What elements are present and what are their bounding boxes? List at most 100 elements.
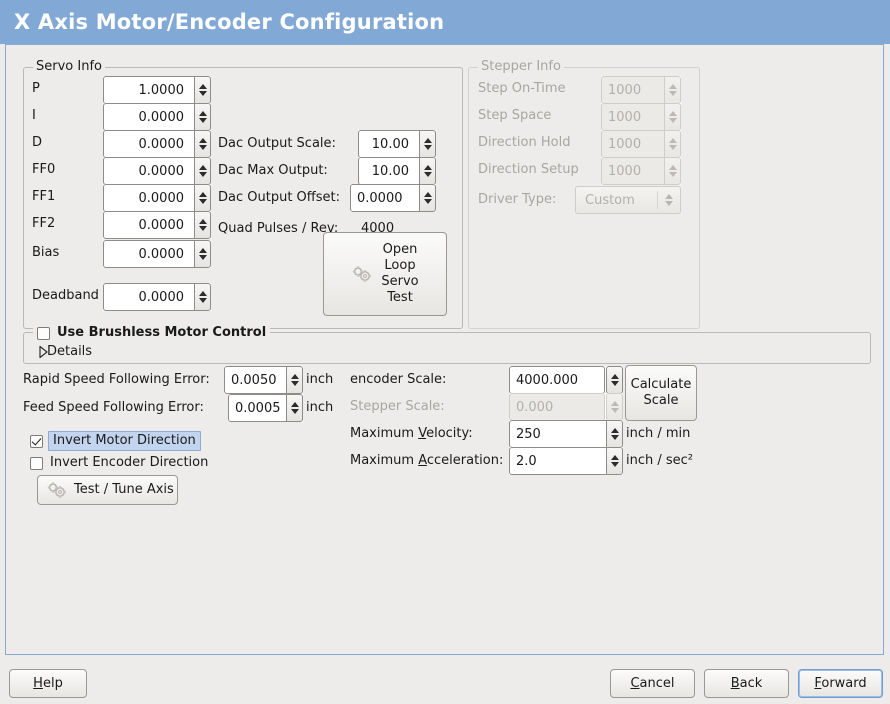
servo-input-d[interactable]: 0.0000 [103,130,211,158]
max-velocity-label-post: elocity: [426,426,473,441]
dac-max-output-input[interactable]: 10.00 [358,157,436,185]
rapid-speed-following-error-value[interactable]: 0.0050 [224,366,286,394]
stepper-info-legend: Stepper Info [478,60,564,74]
calculate-scale-line-1: Calculate [630,377,692,392]
servo-input-ff2-stepper[interactable] [194,211,211,239]
servo-input-bias-stepper[interactable] [194,240,211,268]
stepper-scale-value: 0.000 [509,393,605,421]
servo-input-ff1-value[interactable]: 0.0000 [103,184,194,212]
stepper-scale-stepper [606,393,623,421]
rapid-speed-unit: inch [306,372,334,387]
open-loop-servo-test-label: Open Loop Servo Test [381,242,418,306]
servo-input-ff0[interactable]: 0.0000 [103,157,211,185]
help-label-mnemonic: H [33,675,43,691]
step-on-time-value: 1000 [601,76,664,104]
servo-input-p[interactable]: 1.0000 [103,76,211,104]
invert-encoder-checkbox-box[interactable] [30,456,43,470]
open-loop-line-1: Open [382,242,418,257]
servo-label-deadband: Deadband [32,288,99,303]
servo-input-p-value[interactable]: 1.0000 [103,76,194,104]
max-accel-label-mnemonic: A [418,453,427,468]
servo-input-d-stepper[interactable] [194,130,211,158]
dac-output-scale-value[interactable]: 10.00 [358,130,419,158]
dialog-action-bar: Help Cancel Back Forward [0,655,890,704]
rapid-speed-following-error-input[interactable]: 0.0050 [224,366,303,394]
step-on-time-label: Step On-Time [478,81,566,96]
direction-hold-label: Direction Hold [478,135,571,150]
step-space-value: 1000 [601,103,664,131]
invert-motor-checkbox-box[interactable] [30,434,43,448]
driver-type-value: Custom [585,192,635,208]
servo-input-ff2-value[interactable]: 0.0000 [103,211,194,239]
open-loop-line-3: Servo [381,274,419,289]
servo-input-i-value[interactable]: 0.0000 [103,103,194,131]
quad-pulses-label: Quad Pulses / Rev: [218,221,339,236]
servo-input-p-stepper[interactable] [194,76,211,104]
servo-input-d-value[interactable]: 0.0000 [103,130,194,158]
forward-label-post: orward [821,675,867,691]
maximum-acceleration-input[interactable]: 2.0 [509,447,623,475]
dac-max-output-value[interactable]: 10.00 [358,157,419,185]
forward-label-mnemonic: F [814,675,822,691]
maximum-acceleration-stepper[interactable] [606,447,623,475]
invert-motor-direction-checkbox[interactable]: Invert Motor Direction [30,431,201,451]
gears-icon [46,480,68,500]
test-tune-axis-label: Test / Tune Axis [74,482,174,497]
use-brushless-motor-control-checkbox[interactable]: Use Brushless Motor Control [33,325,271,341]
back-button[interactable]: Back [704,669,789,698]
feed-speed-following-error-input[interactable]: 0.0005 [228,394,303,422]
servo-input-deadband-value[interactable]: 0.0000 [103,283,194,311]
maximum-velocity-input[interactable]: 250 [509,420,623,448]
servo-input-deadband-stepper[interactable] [194,283,211,311]
maximum-velocity-value[interactable]: 250 [509,420,606,448]
encoder-scale-value[interactable]: 4000.000 [509,366,605,394]
maximum-velocity-stepper[interactable] [606,420,623,448]
maximum-acceleration-value[interactable]: 2.0 [509,447,606,475]
calculate-scale-button[interactable]: Calculate Scale [625,365,697,421]
maximum-velocity-unit: inch / min [626,426,691,441]
dac-output-offset-stepper[interactable] [419,184,436,212]
servo-input-i[interactable]: 0.0000 [103,103,211,131]
servo-input-ff1[interactable]: 0.0000 [103,184,211,212]
servo-label-ff0: FF0 [32,162,56,177]
servo-input-ff1-stepper[interactable] [194,184,211,212]
encoder-scale-input[interactable]: 4000.000 [509,366,623,394]
brushless-checkbox-box[interactable] [37,326,50,340]
max-velocity-label-mnemonic: V [418,426,427,441]
open-loop-servo-test-button[interactable]: Open Loop Servo Test [323,232,447,316]
rapid-speed-stepper[interactable] [286,366,303,394]
cancel-label-post: ancel [639,675,675,691]
servo-input-bias-value[interactable]: 0.0000 [103,240,194,268]
forward-button[interactable]: Forward [798,669,883,698]
servo-input-bias[interactable]: 0.0000 [103,240,211,268]
servo-info-legend: Servo Info [33,60,105,74]
direction-setup-label: Direction Setup [478,162,579,177]
feed-speed-following-error-value[interactable]: 0.0005 [228,394,286,422]
dac-output-offset-input[interactable]: 0.0000 [350,184,436,212]
servo-input-ff2[interactable]: 0.0000 [103,211,211,239]
servo-input-i-stepper[interactable] [194,103,211,131]
feed-speed-stepper[interactable] [286,394,303,422]
help-button[interactable]: Help [9,669,87,698]
test-tune-axis-button[interactable]: Test / Tune Axis [37,475,178,505]
dac-max-output-stepper[interactable] [419,157,436,185]
details-expander[interactable]: Details [30,344,92,359]
open-loop-line-2: Loop [384,258,416,273]
servo-input-ff0-stepper[interactable] [194,157,211,185]
servo-input-deadband[interactable]: 0.0000 [103,283,211,311]
encoder-scale-label: encoder Scale: [350,372,447,387]
servo-input-ff0-value[interactable]: 0.0000 [103,157,194,185]
dac-output-offset-value[interactable]: 0.0000 [350,184,419,212]
calculate-scale-label: Calculate Scale [631,377,692,409]
maximum-acceleration-label: Maximum Acceleration: [350,453,503,469]
dac-output-scale-stepper[interactable] [419,130,436,158]
cancel-button[interactable]: Cancel [610,669,695,698]
direction-hold-stepper [664,130,681,158]
dac-output-scale-input[interactable]: 10.00 [358,130,436,158]
triangle-right-icon [30,345,48,358]
maximum-acceleration-unit: inch / sec² [626,453,694,468]
invert-encoder-direction-checkbox[interactable]: Invert Encoder Direction [30,455,208,471]
encoder-scale-stepper[interactable] [606,366,623,394]
servo-label-i: I [32,108,36,123]
cancel-button-label: Cancel [630,676,674,692]
